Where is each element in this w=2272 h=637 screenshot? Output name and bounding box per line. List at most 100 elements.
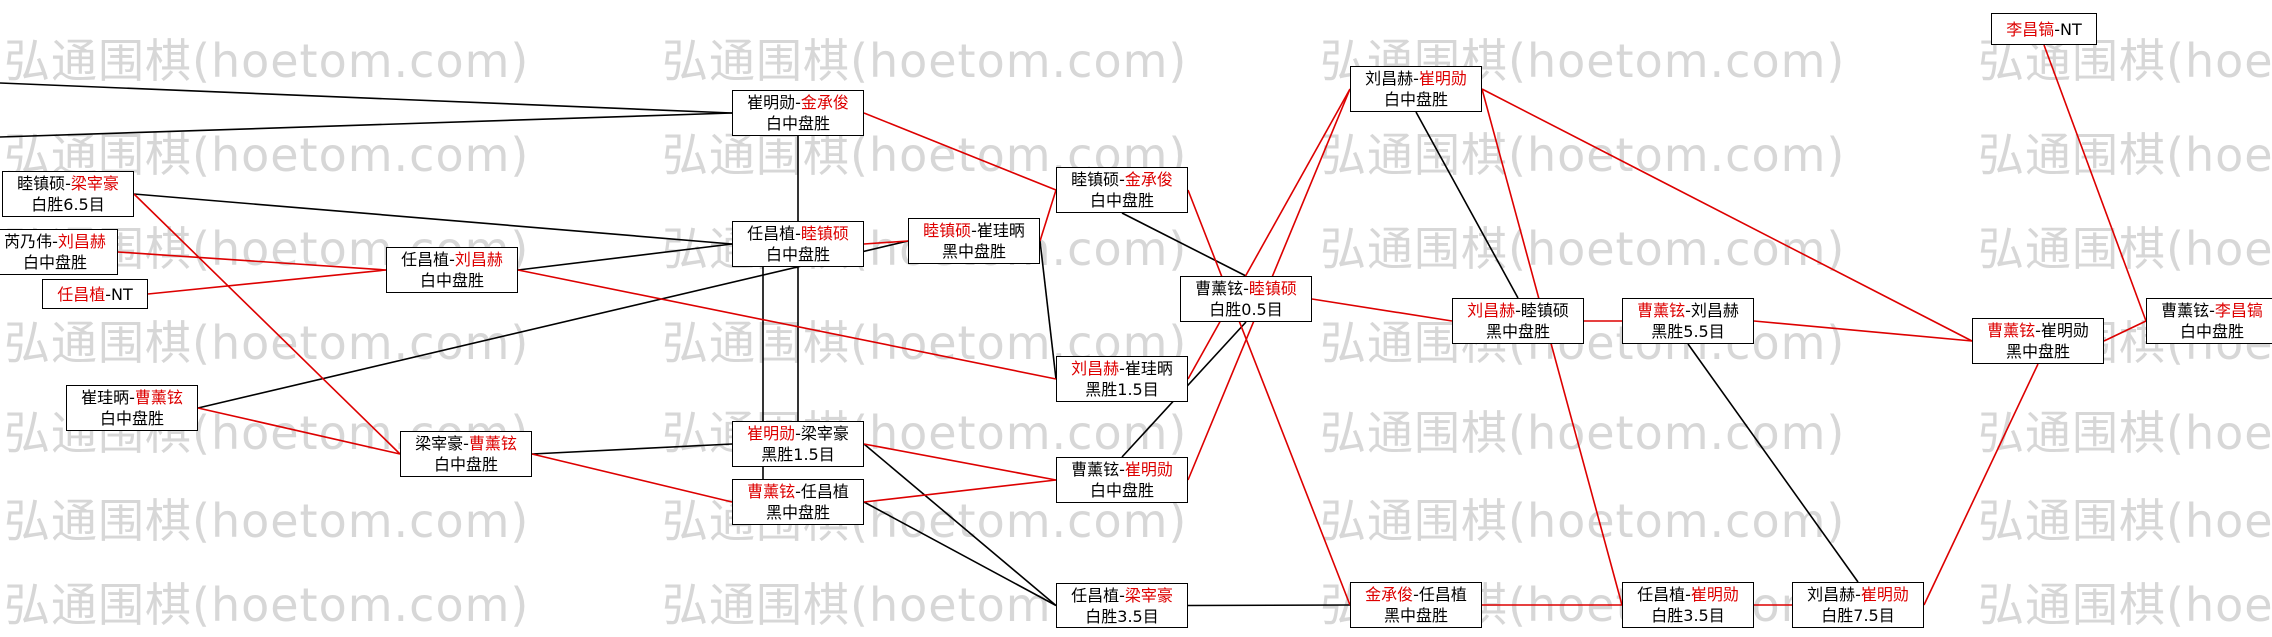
match-box-b8[interactable]: 睦镇硕-金承俊白中盘胜 — [1056, 167, 1188, 213]
match-players: 睦镇硕-金承俊 — [1071, 169, 1173, 190]
player2-name: 曹薰铉 — [468, 434, 517, 453]
match-result: 黑胜1.5目 — [1085, 380, 1159, 399]
player2-name: 金承俊 — [800, 93, 849, 112]
winner-advance-line — [1187, 88, 1351, 380]
vs-dash: - — [795, 482, 801, 501]
watermark-text: 弘通围棋(hoetom.com) — [1320, 128, 1846, 182]
winner-advance-line — [517, 269, 1057, 380]
player1-name: 曹薰铉 — [1071, 460, 1120, 479]
player2-name: 崔珪昞 — [1124, 359, 1173, 378]
match-box-b3[interactable]: 睦镇硕-梁宰豪白胜6.5目 — [2, 171, 134, 217]
winner-advance-line — [863, 443, 1057, 481]
match-box-b24[interactable]: 曹薰铉-崔明勋黑中盘胜 — [1972, 318, 2104, 364]
vs-dash: - — [795, 424, 801, 443]
loser-drop-line — [863, 443, 1057, 607]
player1-name: 睦镇硕 — [17, 174, 66, 193]
player2-name: 李昌镐 — [2214, 301, 2263, 320]
match-result: 白胜7.5目 — [1821, 606, 1895, 625]
vs-dash: - — [463, 434, 469, 453]
match-players: 睦镇硕-崔珪昞 — [923, 220, 1025, 241]
vs-dash: - — [1515, 301, 1521, 320]
match-players: 曹薰铉-崔明勋 — [1071, 459, 1173, 480]
match-result: 黑中盘胜 — [1485, 322, 1550, 341]
winner-advance-line — [117, 251, 387, 271]
vs-dash: - — [1119, 170, 1125, 189]
vs-dash: - — [65, 174, 71, 193]
player2-name: 睦镇硕 — [1520, 301, 1569, 320]
match-players: 刘昌赫-睦镇硕 — [1467, 300, 1569, 321]
loser-drop-line — [863, 501, 1057, 607]
match-box-b1[interactable]: 李昌镐-NT — [1991, 13, 2097, 45]
winner-advance-line — [1481, 88, 1973, 342]
match-players: 曹薰铉-李昌镐 — [2161, 300, 2263, 321]
match-box-b10[interactable]: 刘昌赫-崔明勋白中盘胜 — [1350, 66, 1482, 112]
player1-name: 崔珪昞 — [81, 388, 130, 407]
player1-name: 任昌植 — [1071, 585, 1120, 605]
player2-name: 梁宰豪 — [70, 174, 119, 193]
match-box-b4[interactable]: 芮乃伟-刘昌赫白中盘胜 — [0, 229, 118, 275]
player1-name: 任昌植 — [401, 250, 450, 269]
match-box-b9[interactable]: 睦镇硕-崔珪昞黑中盘胜 — [908, 218, 1040, 264]
match-box-b6[interactable]: 任昌植-刘昌赫白中盘胜 — [386, 247, 518, 293]
match-box-b12[interactable]: 刘昌赫-睦镇硕黑中盘胜 — [1452, 298, 1584, 344]
match-box-b23[interactable]: 刘昌赫-崔明勋白胜7.5目 — [1792, 582, 1924, 628]
loser-drop-line — [0, 112, 733, 138]
match-players: 刘昌赫-崔明勋 — [1365, 68, 1467, 89]
match-box-b15[interactable]: 崔珪昞-曹薰铉白中盘胜 — [66, 385, 198, 431]
winner-advance-line — [863, 240, 909, 245]
winner-advance-line — [1753, 320, 1973, 342]
match-box-b7[interactable]: 任昌植-睦镇硕白中盘胜 — [732, 221, 864, 267]
winner-advance-line — [1187, 189, 1351, 606]
player2-name: 崔明勋 — [1124, 460, 1173, 479]
match-box-b19[interactable]: 曹薰铉-崔明勋白中盘胜 — [1056, 457, 1188, 503]
player2-name: 崔明勋 — [1690, 585, 1739, 604]
match-box-b11[interactable]: 曹薰铉-睦镇硕白胜0.5目 — [1180, 276, 1312, 322]
match-players: 崔明勋-金承俊 — [747, 92, 849, 113]
match-result: 白胜0.5目 — [1209, 300, 1283, 319]
match-box-b14[interactable]: 刘昌赫-崔珪昞黑胜1.5目 — [1056, 356, 1188, 402]
match-box-b5[interactable]: 任昌植-NT — [42, 279, 148, 309]
loser-drop-line — [531, 443, 733, 455]
match-box-b20[interactable]: 任昌植-梁宰豪白胜3.5目 — [1056, 583, 1188, 628]
vs-dash: - — [1119, 359, 1125, 378]
match-box-b22[interactable]: 任昌植-崔明勋白胜3.5目 — [1622, 582, 1754, 628]
player2-name: 崔明勋 — [1418, 69, 1467, 88]
winner-advance-line — [1923, 363, 2039, 606]
player1-name: 刘昌赫 — [1467, 301, 1516, 320]
match-result: 黑中盘胜 — [2005, 342, 2070, 361]
vs-dash: - — [105, 284, 112, 304]
watermark-text: 弘通围棋(hoetom.com) — [662, 34, 1188, 88]
match-box-b16[interactable]: 梁宰豪-曹薰铉白中盘胜 — [400, 431, 532, 477]
player1-name: 曹薰铉 — [1637, 301, 1686, 320]
match-box-b18[interactable]: 曹薰铉-任昌植黑中盘胜 — [732, 479, 864, 525]
loser-drop-line — [1039, 240, 1057, 380]
match-result: 白中盘胜 — [22, 253, 87, 272]
match-box-b17[interactable]: 崔明勋-梁宰豪黑胜1.5目 — [732, 421, 864, 467]
match-result: 白中盘胜 — [1089, 481, 1154, 500]
vs-dash: - — [1855, 585, 1861, 604]
match-box-b25[interactable]: 曹薰铉-李昌镐白中盘胜 — [2146, 298, 2272, 344]
match-result: 黑中盘胜 — [765, 503, 830, 522]
watermark-text: 弘通围棋(hoetom.com) — [4, 494, 530, 548]
vs-dash: - — [1685, 585, 1691, 604]
match-result: 白中盘胜 — [433, 455, 498, 474]
match-box-b2[interactable]: 崔明勋-金承俊白中盘胜 — [732, 90, 864, 136]
winner-advance-line — [1481, 88, 1623, 606]
match-result: 白中盘胜 — [2179, 322, 2244, 341]
player2-name: 睦镇硕 — [1248, 279, 1297, 298]
match-result: 白中盘胜 — [765, 114, 830, 133]
match-box-b21[interactable]: 金承俊-任昌植黑中盘胜 — [1350, 582, 1482, 628]
vs-dash: - — [1413, 585, 1419, 604]
player1-name: 任昌植 — [1637, 585, 1686, 604]
vs-dash: - — [129, 388, 135, 407]
match-players: 李昌镐-NT — [2006, 19, 2082, 40]
player1-name: 梁宰豪 — [415, 434, 464, 453]
vs-dash: - — [1413, 69, 1419, 88]
player2-name: 崔明勋 — [2040, 321, 2089, 340]
match-players: 刘昌赫-崔珪昞 — [1071, 358, 1173, 379]
watermark-text: 弘通围棋(hoetom.com) — [1320, 406, 1846, 460]
match-players: 崔珪昞-曹薰铉 — [81, 387, 183, 408]
match-box-b13[interactable]: 曹薰铉-刘昌赫黑胜5.5目 — [1622, 298, 1754, 344]
